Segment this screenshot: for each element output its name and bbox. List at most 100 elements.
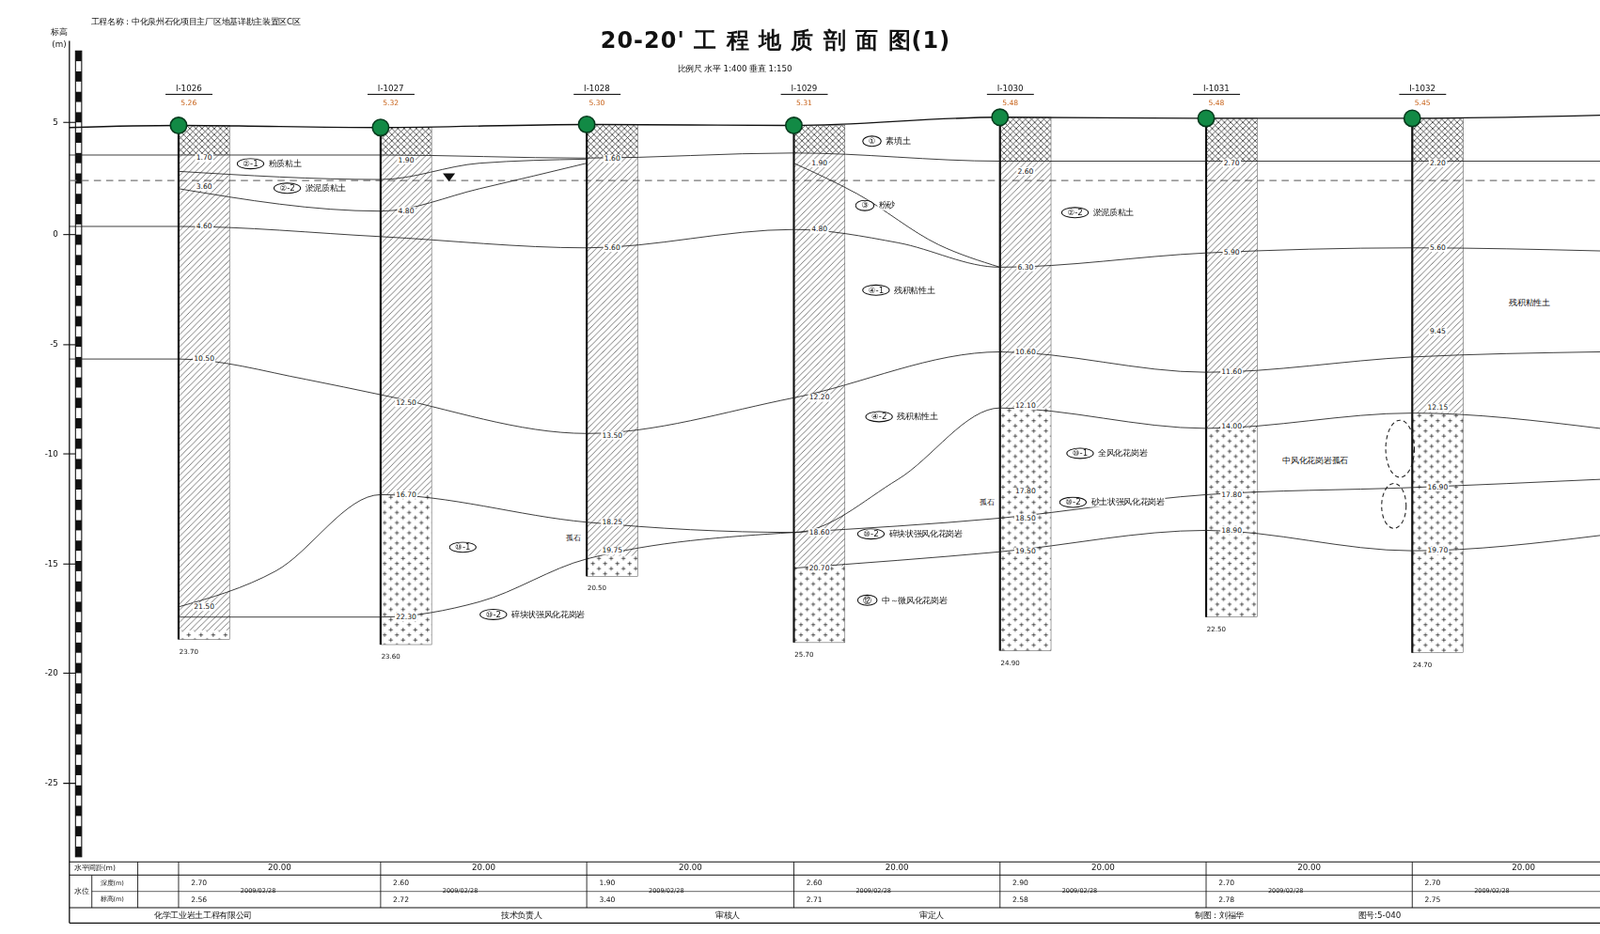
label: 2.58 xyxy=(1011,895,1030,905)
column-outline xyxy=(178,125,230,641)
label: 孤石 xyxy=(978,499,995,508)
table-rule xyxy=(793,862,795,909)
label: 20.00 xyxy=(470,863,497,874)
label: 2009/02/28 xyxy=(1061,888,1099,895)
stratum-boundary xyxy=(69,351,1600,434)
callout-number: ④-1 xyxy=(862,284,890,297)
label: 20.00 xyxy=(1510,863,1537,874)
label: 19.50 xyxy=(1014,548,1037,557)
layer-callout: ⑩-1 xyxy=(449,541,477,553)
label: 孤石 xyxy=(564,534,581,544)
final-depth: 24.70 xyxy=(1412,661,1432,670)
label: 标高(m) xyxy=(99,896,126,904)
label: 22.30 xyxy=(394,612,418,622)
ruler-segment xyxy=(75,458,82,470)
table-rule xyxy=(69,875,1600,877)
ruler-segment xyxy=(75,744,82,755)
ruler-segment xyxy=(75,254,82,266)
label: 10.60 xyxy=(1014,347,1037,357)
layer-name: 素填土 xyxy=(884,136,911,146)
callout-number: ⑩-1 xyxy=(449,541,477,553)
ruler-segment xyxy=(75,683,82,694)
label: 20.00 xyxy=(1296,863,1322,874)
borehole-line xyxy=(792,125,795,644)
borehole-marker xyxy=(170,117,187,134)
label: 2009/02/28 xyxy=(1473,888,1511,895)
label: -10 xyxy=(44,449,60,459)
label: 14.00 xyxy=(1220,422,1243,431)
label: 3.60 xyxy=(195,182,214,191)
callout-number: ⑩-1 xyxy=(1066,448,1094,460)
borehole: I-10265.2623.70 xyxy=(132,83,245,657)
layer-name: 碎块状强风化花岗岩 xyxy=(510,610,586,620)
stratum-boundary xyxy=(178,163,587,212)
label: 4.80 xyxy=(396,206,415,216)
tick xyxy=(62,783,76,785)
borehole-id: I-1030 xyxy=(987,83,1035,95)
label: 18.50 xyxy=(1014,514,1037,523)
borehole-marker xyxy=(785,117,802,134)
borehole-line xyxy=(1205,118,1208,618)
label: 9.45 xyxy=(1428,327,1447,336)
tick xyxy=(62,344,76,346)
water-level-mark xyxy=(442,173,455,183)
label: 2.60 xyxy=(805,879,824,889)
layer-name: 砂土状强风化花岗岩 xyxy=(1089,498,1165,508)
label: 18.60 xyxy=(808,528,832,537)
ruler-segment xyxy=(75,275,82,286)
label: (m) xyxy=(50,40,67,50)
ruler-segment xyxy=(75,479,82,490)
borehole-marker xyxy=(1404,109,1421,126)
tick xyxy=(62,564,76,565)
ruler-segment xyxy=(75,193,82,204)
label: 1.60 xyxy=(603,155,622,164)
label: 水平间距(m) xyxy=(73,863,117,873)
borehole-id: I-1029 xyxy=(781,83,829,95)
label: -20 xyxy=(44,668,60,678)
label: -25 xyxy=(44,779,60,789)
label: 图号:5-040 xyxy=(1357,911,1403,922)
borehole-line xyxy=(177,125,180,641)
clay-column xyxy=(380,155,432,495)
ruler-segment xyxy=(75,561,82,572)
ruler-segment xyxy=(75,785,82,797)
label: 12.50 xyxy=(394,398,418,408)
label: 0 xyxy=(51,230,60,240)
label: 19.75 xyxy=(600,547,624,556)
label: 16.70 xyxy=(394,490,418,500)
column-outline xyxy=(586,124,638,577)
label: 中风化花岗岩孤石 xyxy=(1281,456,1350,467)
borehole-marker xyxy=(372,119,389,136)
boulder-outline xyxy=(1385,420,1414,478)
label: 2.60 xyxy=(1016,167,1035,176)
ruler-segment xyxy=(75,439,82,450)
fill-column xyxy=(586,124,638,158)
table-rule xyxy=(1206,862,1208,909)
layer-name: 中～微风化花岗岩 xyxy=(880,596,949,606)
borehole: I-10285.3020.50 xyxy=(540,83,653,594)
label: 2009/02/28 xyxy=(854,888,893,895)
borehole-line xyxy=(999,117,1002,652)
stratum-boundary xyxy=(793,479,1600,533)
clay-column xyxy=(793,153,845,567)
final-depth: 23.60 xyxy=(381,653,401,661)
callout-number: ②-1 xyxy=(236,157,265,170)
table-rule xyxy=(379,862,381,909)
layer-callout: ⑩-1全风化花岗岩 xyxy=(1066,448,1148,460)
layer-name: 淤泥质粘土 xyxy=(1092,207,1136,218)
granite-column xyxy=(1411,413,1463,654)
layer-name: 残积粘性土 xyxy=(895,412,940,423)
layer-name: 粉质粘土 xyxy=(267,158,303,169)
borehole: I-10275.3223.60 xyxy=(334,83,447,661)
ruler-segment xyxy=(75,315,82,327)
fill-column xyxy=(1206,118,1257,162)
label: 21.50 xyxy=(192,602,216,612)
granite-column xyxy=(1000,407,1051,651)
label: 4.80 xyxy=(810,225,829,235)
ruler-segment xyxy=(75,622,82,633)
table-rule xyxy=(91,875,93,909)
stratum-boundary xyxy=(178,407,1600,608)
table-rule xyxy=(92,891,1600,893)
label: 2.75 xyxy=(1423,895,1442,905)
label: 10.50 xyxy=(192,355,216,364)
